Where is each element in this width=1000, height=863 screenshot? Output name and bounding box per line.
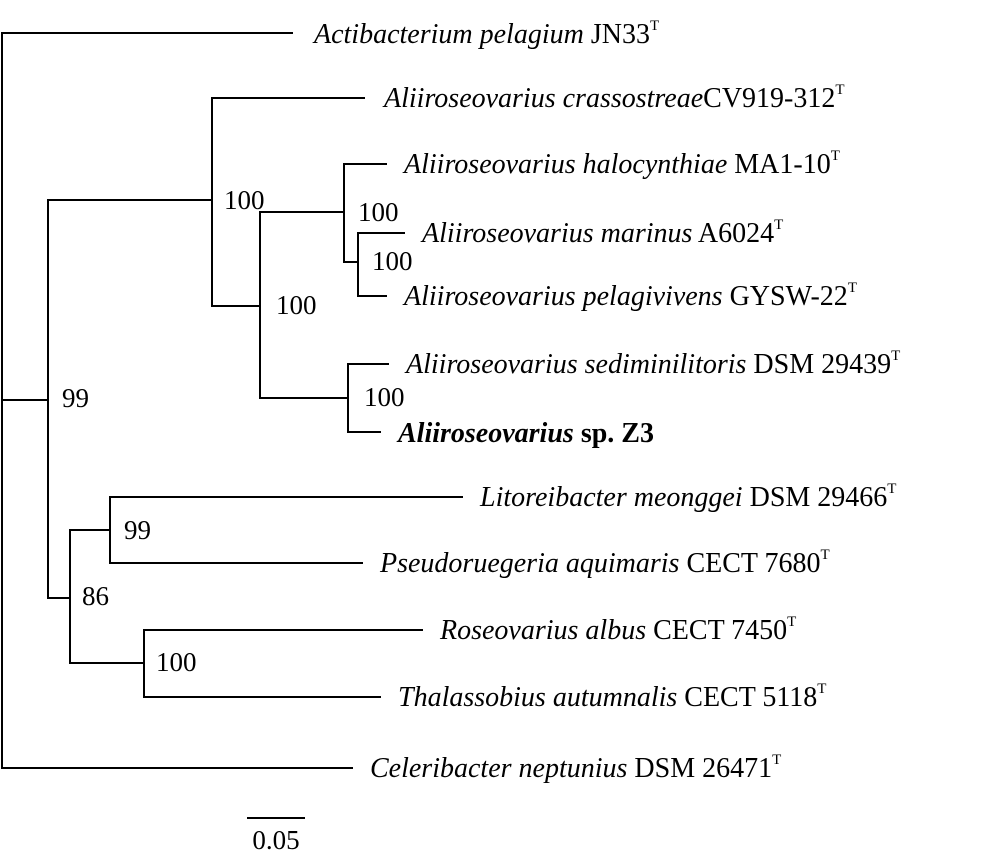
bootstrap-lito-pseudo: 99 xyxy=(124,515,151,545)
bootstrap-halo-group: 100 xyxy=(358,197,399,227)
bootstrap-lower-clade: 86 xyxy=(82,581,109,611)
bootstrap-roseo-thalasso: 100 xyxy=(156,647,197,677)
taxon-label-sediminilitoris: Aliiroseovarius sediminilitoris DSM 2943… xyxy=(404,348,900,380)
taxon-label-marinus: Aliiroseovarius marinus A6024T xyxy=(420,217,783,249)
bootstrap-sedim-z3: 100 xyxy=(364,382,405,412)
bootstrap-marinus-pelagivivens: 100 xyxy=(372,246,413,276)
taxon-label-z3: Aliiroseovarius sp. Z3 xyxy=(396,418,654,449)
taxon-label-pseudoruegeria: Pseudoruegeria aquimaris CECT 7680T xyxy=(379,547,830,579)
taxon-label-celeribacter: Celeribacter neptunius DSM 26471T xyxy=(370,752,781,784)
taxon-label-halocynthiae: Aliiroseovarius halocynthiae MA1-10T xyxy=(402,148,840,180)
taxon-label-roseovarius: Roseovarius albus CECT 7450T xyxy=(439,614,796,646)
bootstrap-ingroup: 99 xyxy=(62,383,89,413)
scale-bar-label: 0.05 xyxy=(252,825,299,855)
taxon-label-thalassobius: Thalassobius autumnalis CECT 5118T xyxy=(398,681,826,713)
taxon-label-pelagivivens: Aliiroseovarius pelagivivens GYSW-22T xyxy=(402,280,857,312)
bootstrap-aliiroseovarius-clade: 100 xyxy=(224,185,265,215)
taxon-label-crassostreae: Aliiroseovarius crassostreaeCV919-312T xyxy=(382,82,845,114)
taxon-label-actibacterium: Actibacterium pelagium JN33T xyxy=(312,18,659,50)
taxon-label-litoreibacter: Litoreibacter meonggei DSM 29466T xyxy=(479,481,896,513)
bootstrap-crass-sister: 100 xyxy=(276,290,317,320)
